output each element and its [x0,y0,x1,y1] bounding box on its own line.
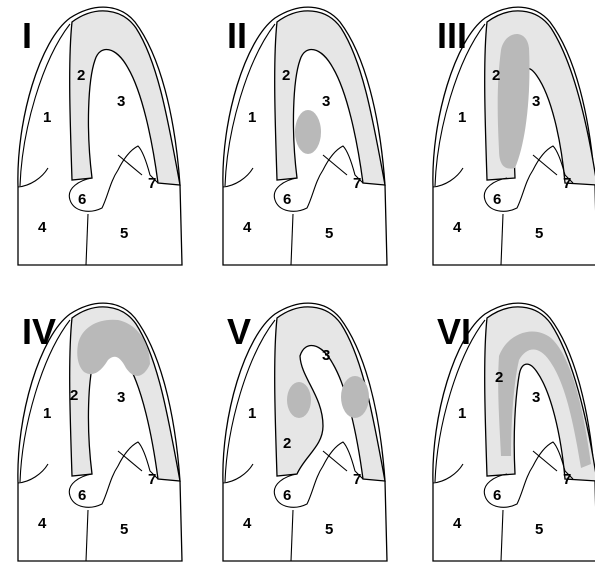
region-label-4: 4 [38,515,47,532]
hypertrophy-region-lateral [341,376,369,418]
region-label-6: 6 [283,191,291,208]
region-label-3: 3 [322,347,330,364]
panel-V: V 1 2 3 4 5 6 7 [223,303,387,561]
region-label-2: 2 [70,387,78,404]
panel-title: I [22,15,32,56]
panel-I: I 1 2 3 4 5 6 7 [18,7,182,265]
panel-title: II [227,15,247,56]
region-label-1: 1 [458,405,466,422]
panel-title: V [227,311,251,352]
region-label-2: 2 [283,435,291,452]
panel-III: III 1 2 3 4 5 6 7 [433,7,595,265]
panel-IV: IV 1 2 3 4 5 6 7 [18,303,182,561]
region-label-2: 2 [495,369,503,386]
panel-title: IV [22,311,56,352]
region-label-5: 5 [120,225,128,242]
region-label-7: 7 [148,471,156,488]
region-label-7: 7 [563,175,571,192]
region-label-1: 1 [248,405,256,422]
region-label-2: 2 [492,67,500,84]
region-label-6: 6 [283,487,291,504]
region-label-4: 4 [453,219,462,236]
region-label-5: 5 [535,225,543,242]
region-label-3: 3 [117,93,125,110]
region-label-6: 6 [78,487,86,504]
region-label-1: 1 [248,109,256,126]
region-label-3: 3 [117,389,125,406]
region-label-1: 1 [458,109,466,126]
region-label-7: 7 [353,175,361,192]
region-label-1: 1 [43,405,51,422]
region-label-3: 3 [532,93,540,110]
hypertrophy-region [295,110,321,154]
region-label-5: 5 [120,521,128,538]
region-label-7: 7 [148,175,156,192]
panel-II: II 1 2 3 4 5 6 7 [223,7,387,265]
region-label-3: 3 [322,93,330,110]
panel-title: III [437,15,467,56]
region-label-2: 2 [282,67,290,84]
region-label-7: 7 [563,471,571,488]
hypertrophy-region-septal [287,382,311,418]
panel-title: VI [437,311,471,352]
region-label-6: 6 [493,191,501,208]
region-label-4: 4 [243,219,252,236]
region-label-7: 7 [353,471,361,488]
region-label-2: 2 [77,67,85,84]
region-label-5: 5 [535,521,543,538]
region-label-5: 5 [325,521,333,538]
panel-VI: VI 1 2 3 4 5 6 7 [433,303,595,561]
region-label-4: 4 [453,515,462,532]
region-label-4: 4 [243,515,252,532]
region-label-6: 6 [493,487,501,504]
region-label-4: 4 [38,219,47,236]
region-label-1: 1 [43,109,51,126]
region-label-5: 5 [325,225,333,242]
region-label-6: 6 [78,191,86,208]
region-label-3: 3 [532,389,540,406]
